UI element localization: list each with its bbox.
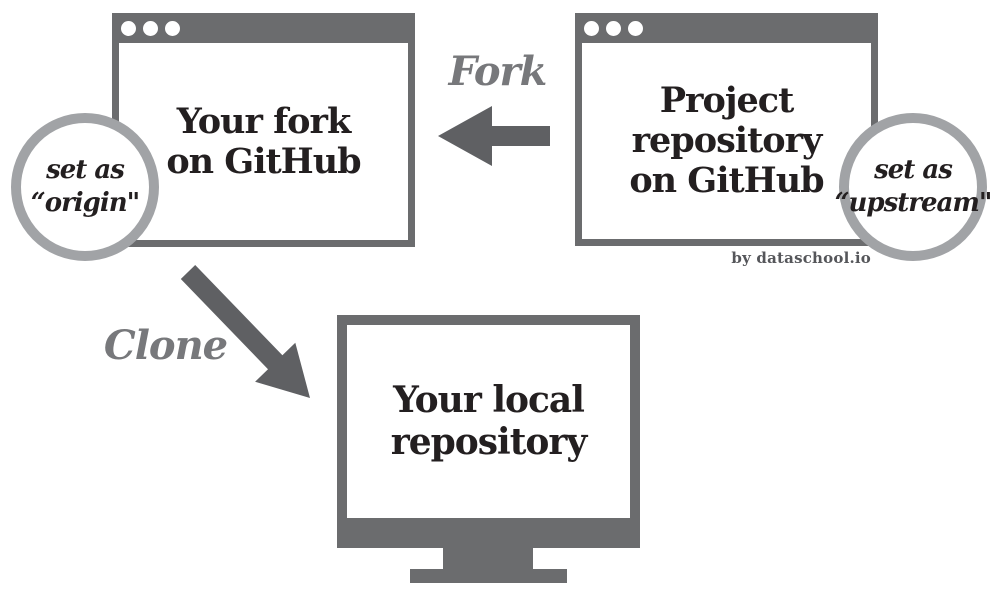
browser-window-your-fork: Your fork on GitHub — [112, 13, 415, 247]
window-dot — [165, 20, 180, 36]
title-line: Your local — [393, 378, 585, 421]
fork-arrow — [438, 106, 550, 166]
credit-text: by dataschool.io — [731, 249, 871, 267]
title-line: repository — [390, 420, 588, 463]
monitor-title: Your local repository — [390, 378, 588, 464]
window-content: Your fork on GitHub — [119, 43, 408, 240]
clone-arrow-label: Clone — [103, 322, 228, 369]
badge-line: set as — [874, 154, 953, 185]
clone-arrow — [180, 265, 310, 398]
title-line: Project — [659, 80, 795, 122]
window-titlebar — [575, 13, 878, 43]
monitor-local-repository: Your local repository — [337, 315, 640, 548]
fork-arrow-label: Fork — [448, 48, 548, 95]
title-line: on GitHub — [166, 140, 361, 182]
title-line: on GitHub — [629, 159, 824, 201]
window-titlebar — [112, 13, 415, 43]
window-content: Project repository on GitHub — [582, 43, 871, 239]
badge-line: “upstream" — [834, 188, 993, 218]
window-dot — [628, 20, 643, 36]
badge-set-as-origin: set as “origin" — [11, 113, 159, 261]
monitor-screen: Your local repository — [347, 325, 630, 518]
title-line: repository — [631, 120, 823, 162]
badge-set-as-upstream: set as “upstream" — [835, 113, 992, 261]
window-title: Project repository on GitHub — [629, 80, 824, 201]
window-dot — [121, 20, 136, 36]
monitor-stand — [443, 548, 533, 569]
badge-line: “origin" — [30, 188, 140, 218]
monitor-base — [410, 569, 567, 583]
window-dot — [584, 20, 599, 36]
window-dot — [143, 20, 158, 36]
browser-window-project-repo: Project repository on GitHub — [575, 13, 878, 246]
badge-line: set as — [46, 154, 125, 185]
window-dot — [606, 20, 621, 36]
title-line: Your fork — [176, 100, 351, 142]
window-title: Your fork on GitHub — [166, 100, 361, 182]
